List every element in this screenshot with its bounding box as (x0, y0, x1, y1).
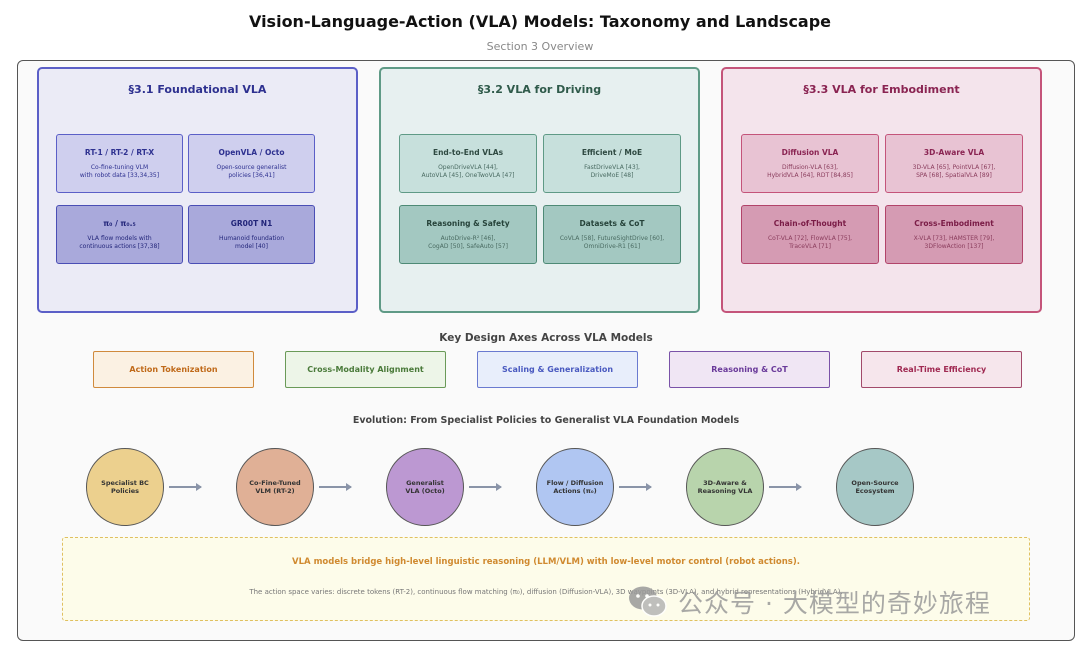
box-title: End-to-End VLAs (432, 147, 504, 157)
box-desc-line: FastDriveVLA [43], (584, 163, 640, 171)
page-subtitle: Section 3 Overview (486, 40, 594, 53)
node-line: 3D-Aware & (703, 479, 747, 487)
axis-real-time-efficiency: Real-Time Efficiency (861, 351, 1022, 388)
box-openvla-octo: OpenVLA / Octo Open-source generalist po… (188, 134, 315, 193)
node-line: Policies (110, 487, 140, 495)
box-rt-series: RT-1 / RT-2 / RT-X Co-fine-tuning VLM wi… (56, 134, 183, 193)
watermark-text: 公众号 · 大模型的奇妙旅程 (678, 589, 991, 618)
box-desc-line: with robot data [33,34,35] (79, 171, 160, 179)
box-title: Chain-of-Thought (773, 218, 847, 228)
box-title: Datasets & CoT (579, 218, 645, 228)
box-desc-line: Diffusion-VLA [63], (781, 163, 839, 171)
node-line: Co-Fine-Tuned (249, 479, 301, 487)
box-desc-line: CoVLA [58], FutureSightDrive [60], (559, 234, 665, 242)
box-desc-line: VLA flow models with (87, 234, 152, 242)
box-pi0: π₀ / π₀.₅ VLA flow models with continuou… (56, 205, 183, 264)
box-desc-line: SPA [68], SpatialVLA [89] (916, 171, 992, 179)
axis-reasoning-cot: Reasoning & CoT (669, 351, 830, 388)
evolution-node-3d-aware: 3D-Aware &Reasoning VLA (686, 448, 764, 526)
box-title: Cross-Embodiment (914, 218, 994, 228)
box-datasets-cot: Datasets & CoT CoVLA [58], FutureSightDr… (543, 205, 681, 264)
summary-note: VLA models bridge high-level linguistic … (62, 537, 1030, 621)
box-diffusion-vla: Diffusion VLA Diffusion-VLA [63], Hybrid… (741, 134, 879, 193)
box-title: Efficient / MoE (581, 147, 643, 157)
box-desc-line: Humanoid foundation (218, 234, 285, 242)
box-title: RT-1 / RT-2 / RT-X (84, 147, 155, 157)
evolution-arrow (469, 483, 502, 491)
summary-main-text: VLA models bridge high-level linguistic … (292, 557, 800, 567)
box-desc-line: 3DFlowAction [137] (924, 242, 984, 250)
node-line: Ecosystem (855, 487, 895, 495)
box-chain-of-thought: Chain-of-Thought CoT-VLA [72], FlowVLA [… (741, 205, 879, 264)
box-title: GR00T N1 (230, 218, 273, 228)
node-line: Generalist (406, 479, 444, 487)
axis-cross-modality-alignment: Cross-Modality Alignment (285, 351, 446, 388)
watermark: 公众号 · 大模型的奇妙旅程 (628, 582, 991, 622)
box-desc-line: CoT-VLA [72], FlowVLA [75], (767, 234, 853, 242)
node-line: Open-Source (851, 479, 899, 487)
box-groot-n1: GR00T N1 Humanoid foundation model [40] (188, 205, 315, 264)
box-title: 3D-Aware VLA (923, 147, 985, 157)
axis-scaling-generalization: Scaling & Generalization (477, 351, 638, 388)
evolution-arrow (769, 483, 802, 491)
box-desc-line: DriveMoE [48] (590, 171, 634, 179)
node-line: VLM (RT-2) (255, 487, 295, 495)
box-desc-line: HybridVLA [64], RDT [84,85] (767, 171, 853, 179)
node-line: Specialist BC (101, 479, 149, 487)
box-efficient-moe: Efficient / MoE FastDriveVLA [43], Drive… (543, 134, 681, 193)
box-desc-line: AutoDrive-R² [46], (440, 234, 496, 242)
box-desc-line: TraceVLA [71] (789, 242, 831, 250)
box-desc-line: CogAD [50], SafeAuto [57] (428, 242, 508, 250)
summary-sub-text: The action space varies: discrete tokens… (249, 588, 843, 596)
node-line: Actions (π₀) (553, 487, 597, 495)
box-desc-line: OpenDriveVLA [44], (438, 163, 498, 171)
panel-title: §3.1 Foundational VLA (128, 83, 267, 96)
evolution-heading: Evolution: From Specialist Policies to G… (352, 415, 740, 426)
box-desc-line: policies [36,41] (228, 171, 275, 179)
box-desc-line: X-VLA [73], HAMSTER [79], (913, 234, 995, 242)
box-title: Reasoning & Safety (426, 218, 510, 228)
axis-action-tokenization: Action Tokenization (93, 351, 254, 388)
evolution-arrow (619, 483, 652, 491)
box-desc-line: continuous actions [37,38] (79, 242, 160, 250)
box-reasoning-safety: Reasoning & Safety AutoDrive-R² [46], Co… (399, 205, 537, 264)
wechat-icon (628, 585, 668, 619)
box-title: π₀ / π₀.₅ (103, 218, 136, 228)
box-desc-line: Co-fine-tuning VLM (90, 163, 149, 171)
box-3d-aware-vla: 3D-Aware VLA 3D-VLA [65], PointVLA [67],… (885, 134, 1023, 193)
panel-title: §3.2 VLA for Driving (477, 83, 602, 96)
box-title: Diffusion VLA (781, 147, 839, 157)
box-end-to-end-vlas: End-to-End VLAs OpenDriveVLA [44], AutoV… (399, 134, 537, 193)
panel-title: §3.3 VLA for Embodiment (803, 83, 960, 96)
evolution-arrow (319, 483, 352, 491)
evolution-arrow (169, 483, 202, 491)
box-desc-line: OmniDrive-R1 [61] (583, 242, 641, 250)
node-line: VLA (Octo) (405, 487, 445, 495)
design-axes-heading: Key Design Axes Across VLA Models (439, 332, 653, 344)
page-title: Vision-Language-Action (VLA) Models: Tax… (248, 12, 832, 31)
node-line: Flow / Diffusion (546, 479, 604, 487)
node-line: Reasoning VLA (697, 487, 753, 495)
box-desc-line: AutoVLA [45], OneTwoVLA [47] (421, 171, 515, 179)
box-cross-embodiment: Cross-Embodiment X-VLA [73], HAMSTER [79… (885, 205, 1023, 264)
box-desc-line: 3D-VLA [65], PointVLA [67], (912, 163, 996, 171)
box-desc-line: model [40] (235, 242, 268, 250)
box-desc-line: Open-source generalist (216, 163, 287, 171)
box-title: OpenVLA / Octo (218, 147, 285, 157)
